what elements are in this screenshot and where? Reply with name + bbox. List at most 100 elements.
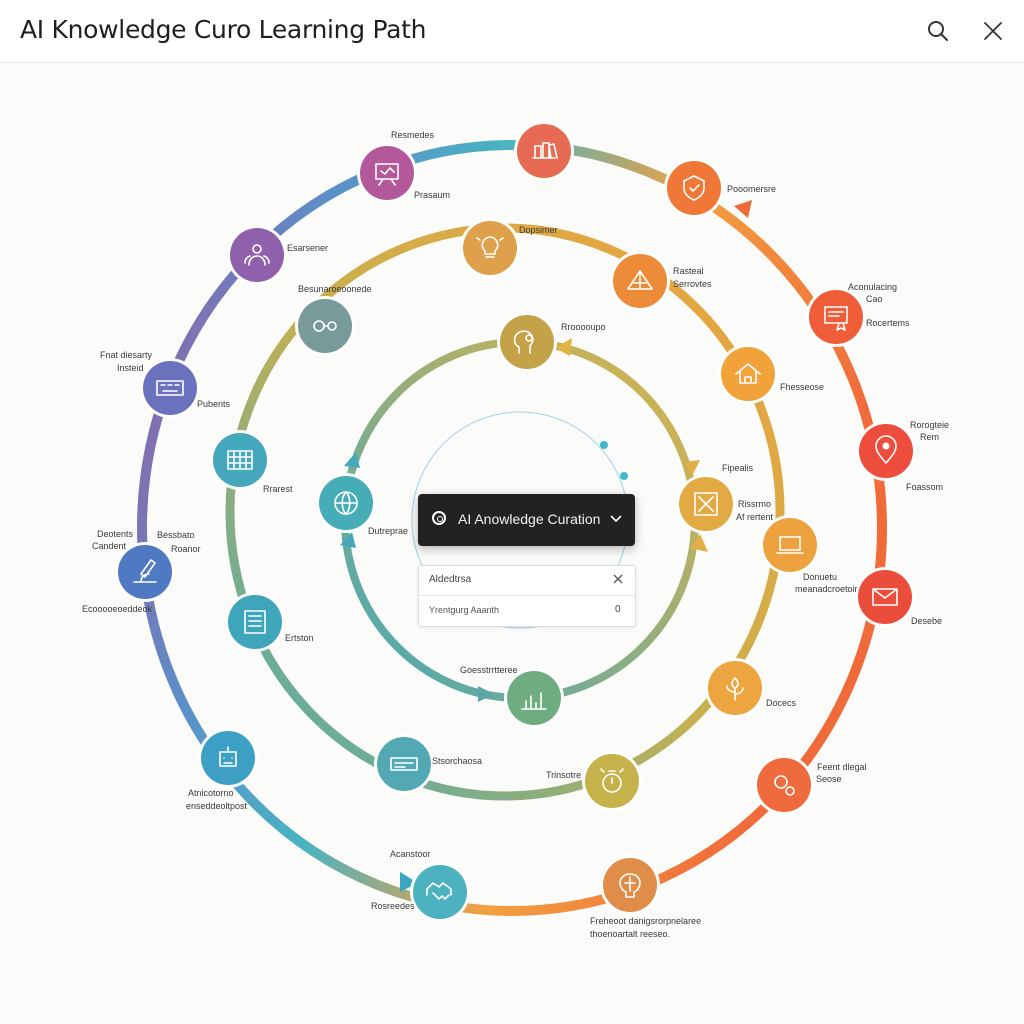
- guide-dot: [620, 472, 628, 480]
- close-button[interactable]: [976, 14, 1010, 48]
- node-label: Ecooooeoeddeok: [82, 604, 153, 614]
- outer-ring-node[interactable]: DeotentsCandentBessbatoRoanorEcooooeoedd…: [82, 529, 201, 614]
- node-label: Desebe: [911, 616, 942, 626]
- node-label: Ertston: [285, 633, 314, 643]
- node-label: Rocertems: [866, 318, 910, 328]
- node-circle: [517, 124, 571, 178]
- middle-ring-node[interactable]: Stsorchaosa: [374, 734, 482, 794]
- search-button[interactable]: [921, 14, 955, 48]
- node-label: Deotents: [97, 529, 134, 539]
- node-label: Dutreprae: [368, 526, 408, 536]
- node-label: Pubents: [197, 399, 231, 409]
- outer-ring-node[interactable]: Desebe: [855, 567, 942, 627]
- hat-icon: [390, 757, 418, 771]
- node-circle: [201, 731, 255, 785]
- node-label: Resmedes: [391, 130, 435, 140]
- node-circle: [667, 161, 721, 215]
- middle-ring-node[interactable]: Besunaroeoonede: [295, 284, 372, 356]
- gears-icon: [774, 775, 795, 796]
- web-icon: [627, 270, 653, 290]
- middle-ring-node[interactable]: Fhesseose: [718, 344, 824, 404]
- envelope-icon: [872, 588, 898, 606]
- clear-icon[interactable]: [612, 573, 624, 585]
- outer-ring-node[interactable]: Atnicotorno enseddeoltpost: [186, 728, 258, 811]
- search-icon: [928, 21, 948, 41]
- node-circle: [377, 737, 431, 791]
- node-circle: [859, 424, 913, 478]
- outer-ring-path: [137, 140, 887, 916]
- node-label: Freheoot danigsrorpnelaree: [590, 916, 701, 926]
- node-label: Acanstoor: [390, 849, 431, 859]
- node-label: Fhesseose: [780, 382, 824, 392]
- middle-ring-node[interactable]: Ertston: [225, 592, 314, 652]
- node-label: Rorogteie: [910, 420, 949, 430]
- node-label: Besunaroeoonede: [298, 284, 372, 294]
- inner-ring-node[interactable]: Dutreprae: [316, 473, 408, 536]
- middle-ring-node[interactable]: Docecs: [705, 658, 797, 718]
- page-title: AI Knowledge Curo Learning Path: [20, 15, 427, 44]
- arrow-head: [684, 460, 700, 476]
- middle-ring-node[interactable]: Donuetu meanadcroetoir: [760, 515, 858, 594]
- molecule-icon: [313, 320, 337, 332]
- grid-icon: [227, 450, 253, 470]
- globe-icon: [334, 491, 358, 515]
- node-label: Trinsotre: [546, 770, 581, 780]
- chevron-down-icon: [610, 515, 622, 523]
- outer-ring-node[interactable]: Pooomersre: [664, 158, 776, 218]
- node-circle: [500, 315, 554, 369]
- node-circle: [763, 518, 817, 572]
- node-label: Candent: [92, 541, 127, 551]
- arrow-head: [734, 200, 752, 218]
- node-label: Esarsener: [287, 243, 328, 253]
- node-label: enseddeoltpost: [186, 801, 248, 811]
- filter-result-row[interactable]: Yrentgurg Aaanth: [429, 605, 500, 615]
- node-label: Rissrmo: [738, 499, 771, 509]
- arrow-head: [344, 452, 360, 468]
- badge-icon: [683, 175, 705, 201]
- node-label: Af rertent: [736, 512, 774, 522]
- design-icon: [694, 492, 718, 516]
- panel-divider: [419, 595, 635, 596]
- filter-panel: Aldedtrsa Yrentgurg Aaanth 0: [418, 565, 636, 627]
- outer-ring-node[interactable]: Esarsener: [227, 225, 328, 285]
- node-label: Seose: [816, 774, 842, 784]
- node-label: Aconulacing: [848, 282, 897, 292]
- inner-ring-node[interactable]: Goesstrrtteree: [460, 665, 564, 728]
- node-circle: [228, 595, 282, 649]
- node-label: Fipealis: [722, 463, 754, 473]
- node-label: Rem: [920, 432, 939, 442]
- node-label: meanadcroetoir: [795, 584, 858, 594]
- node-label: Fnat diesarty: [100, 350, 153, 360]
- node-label: Feent dlegal: [817, 762, 867, 772]
- node-label: Pooomersre: [727, 184, 776, 194]
- arrow-head: [340, 532, 356, 548]
- node-label: Rasteal: [673, 266, 704, 276]
- middle-ring-node[interactable]: Rrarest: [210, 430, 293, 494]
- node-label: Donuetu: [803, 572, 837, 582]
- node-label: Insteid: [117, 363, 144, 373]
- outer-ring-node[interactable]: [514, 121, 574, 181]
- filter-field-value[interactable]: Aldedtrsa: [429, 574, 472, 585]
- middle-ring-node[interactable]: Trinsotre: [546, 751, 642, 811]
- node-label: Atnicotorno: [188, 788, 234, 798]
- dropdown-label: AI Anowledge Curation: [458, 511, 601, 527]
- node-circle: [118, 545, 172, 599]
- node-circle: [360, 146, 414, 200]
- guide-dot: [600, 441, 608, 449]
- lightbulb-icon: [476, 236, 504, 258]
- node-label: Cao: [866, 294, 883, 304]
- inner-ring-node[interactable]: Rrooooupo: [497, 312, 606, 372]
- curation-dropdown[interactable]: AI Anowledge Curation: [418, 494, 635, 546]
- middle-ring-node[interactable]: Dopsimer: [460, 218, 558, 278]
- certificate-icon: [824, 306, 848, 331]
